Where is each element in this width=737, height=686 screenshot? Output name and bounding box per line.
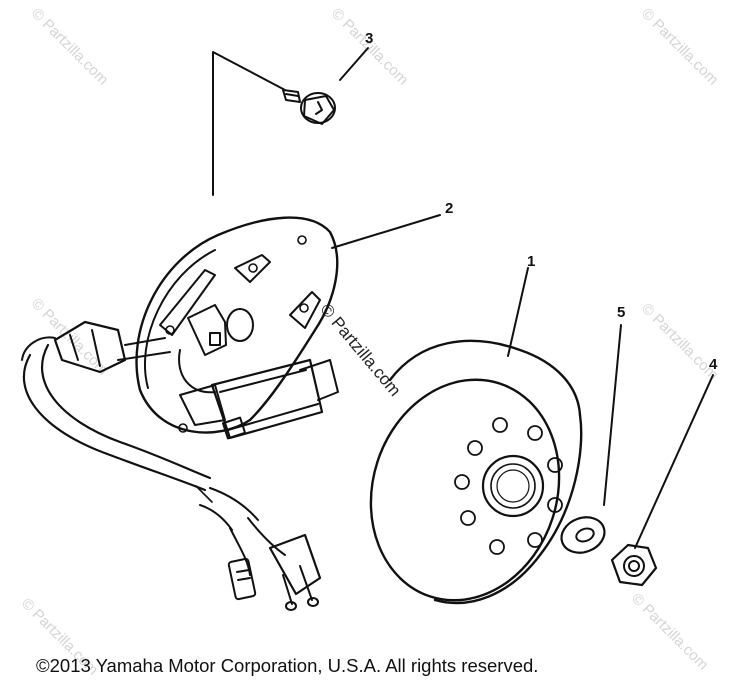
- washer-part-5: [560, 516, 606, 554]
- leader-lines: [212, 47, 714, 549]
- leader-3b: [339, 47, 369, 81]
- copyright-notice: ©2013 Yamaha Motor Corporation, U.S.A. A…: [36, 655, 539, 676]
- callout-4: 4: [709, 356, 718, 373]
- callout-1: 1: [527, 253, 536, 270]
- leader-3: [212, 51, 286, 196]
- bolt-part-3: [282, 89, 336, 125]
- callout-3: 3: [365, 30, 374, 47]
- callout-2: 2: [445, 200, 454, 217]
- nut-part-4: [610, 543, 658, 587]
- stator-plate-part-2: [135, 216, 339, 440]
- flywheel-part-1: [369, 339, 583, 605]
- leader-4: [634, 374, 714, 549]
- leader-5: [603, 324, 622, 506]
- leader-1: [507, 267, 529, 357]
- leader-2: [331, 214, 441, 249]
- callout-5: 5: [617, 304, 626, 321]
- wire-harness: [21, 320, 322, 611]
